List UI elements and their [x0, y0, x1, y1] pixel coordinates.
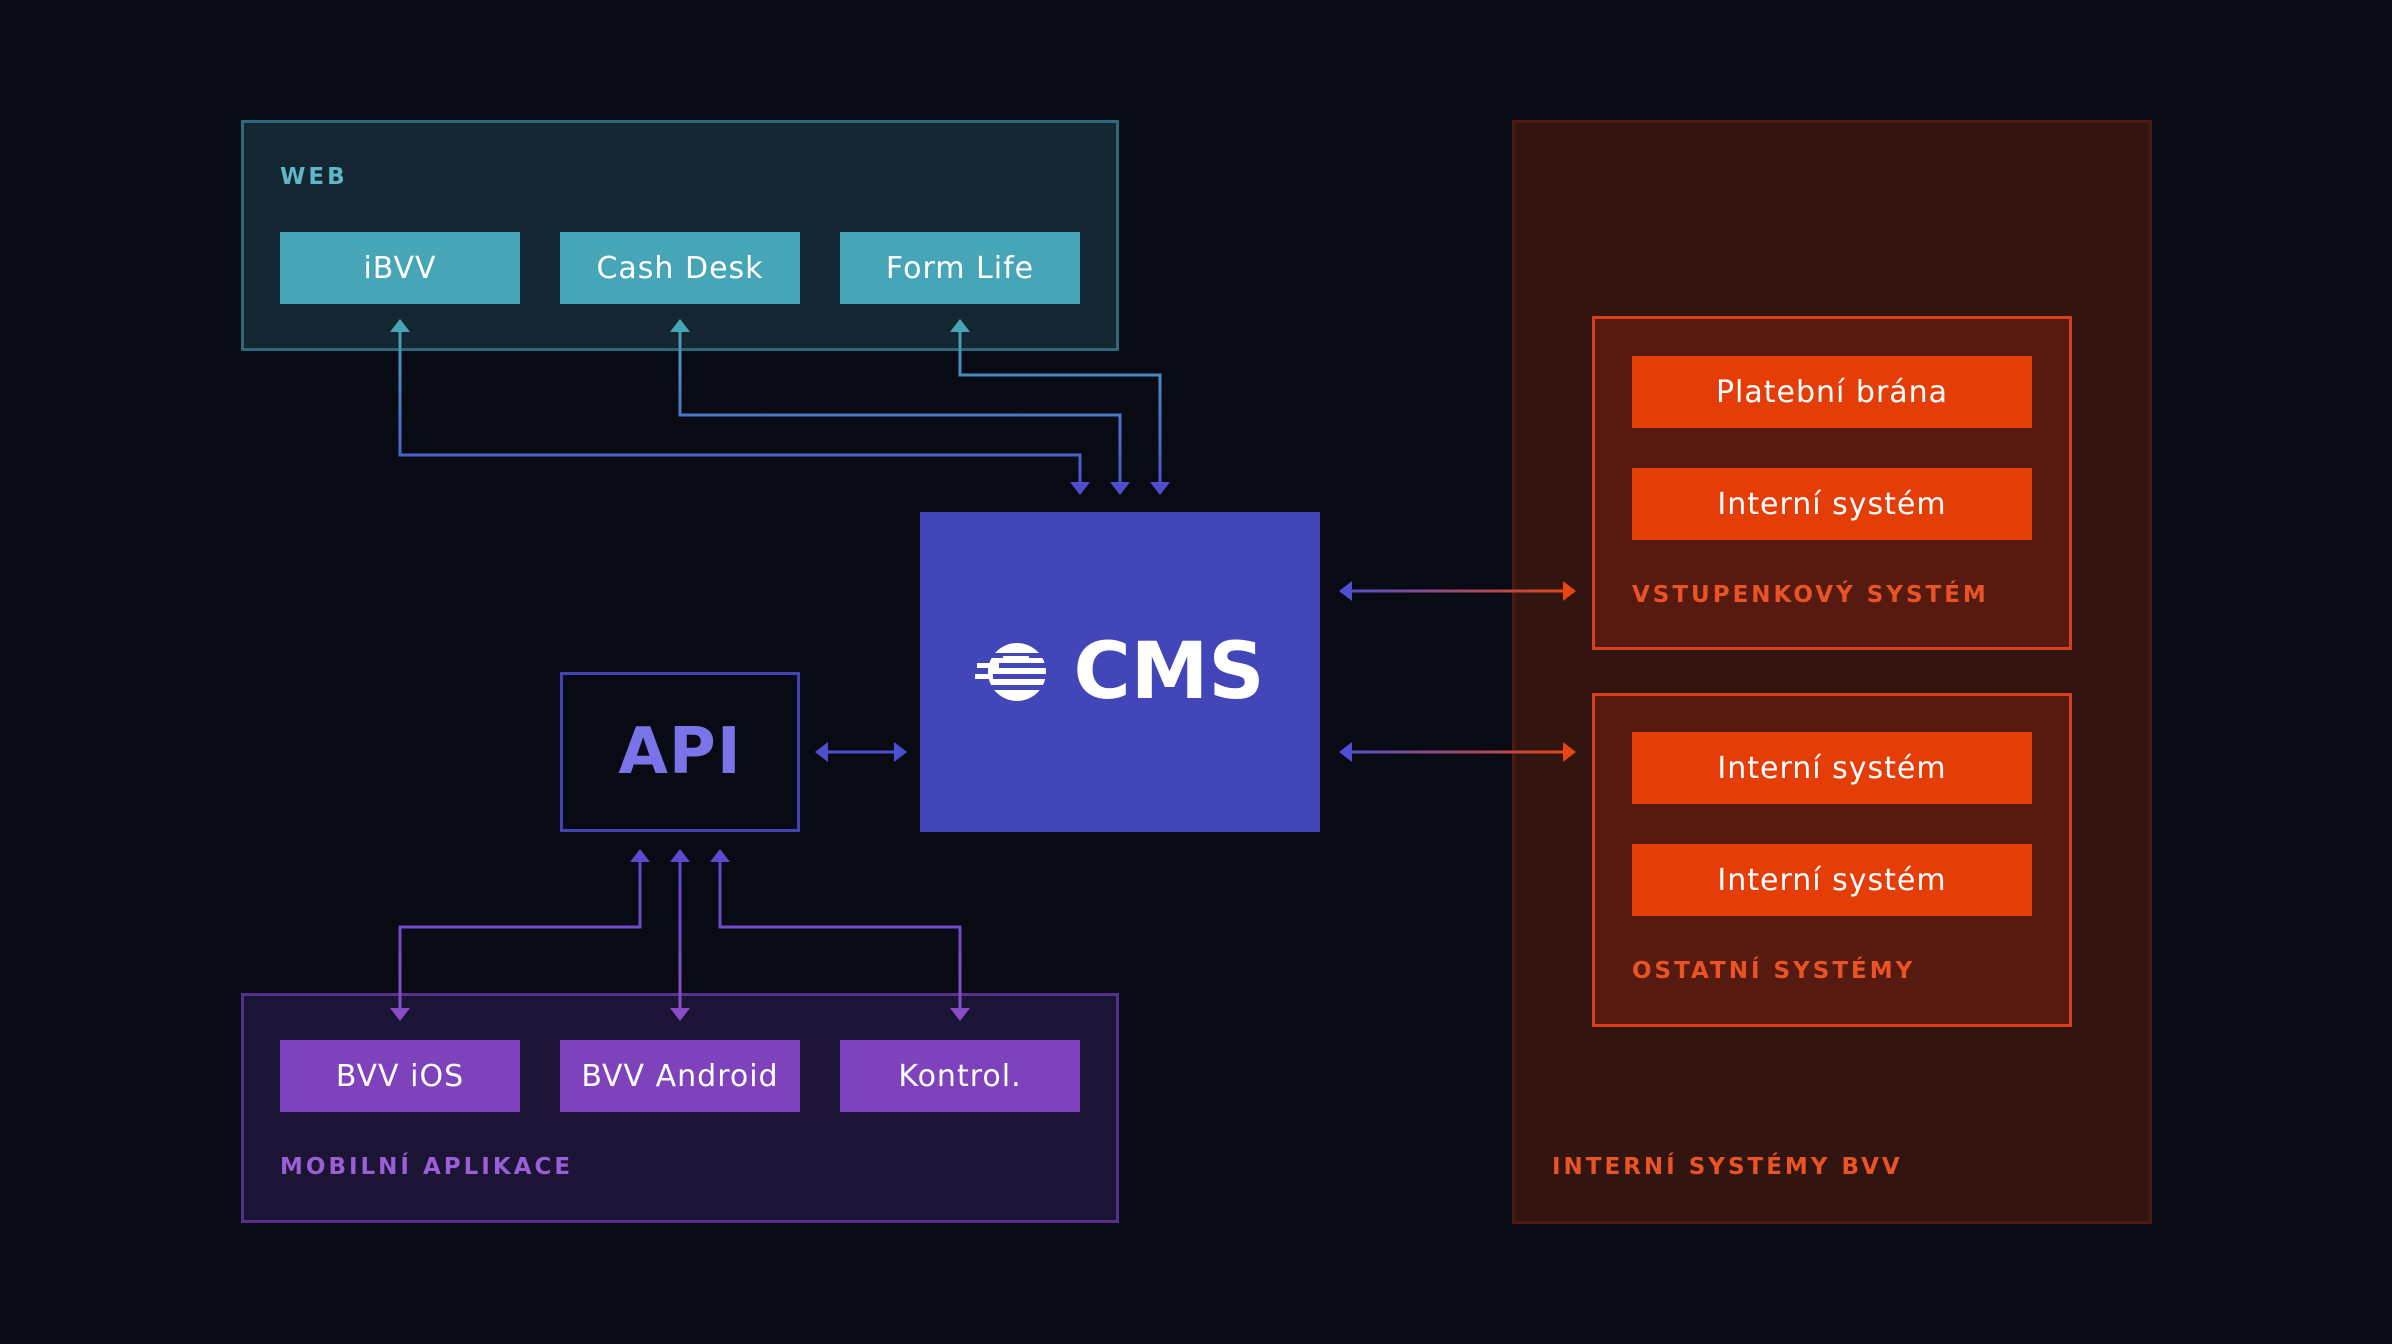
arrow-up-icon — [710, 849, 730, 862]
ticket-item-internal-system[interactable]: Interní systém — [1632, 468, 2032, 540]
api-label: API — [618, 715, 742, 789]
connector-ibvv-cms — [398, 330, 1082, 484]
arrow-down-icon — [1150, 482, 1170, 495]
web-item-cash-desk[interactable]: Cash Desk — [560, 232, 800, 304]
mobile-item-ios[interactable]: BVV iOS — [280, 1040, 520, 1112]
internal-systems-group — [1512, 120, 2152, 1224]
other-item-internal-system-2[interactable]: Interní systém — [1632, 844, 2032, 916]
connector-form-life-cms — [958, 330, 1162, 484]
ticket-system-label: VSTUPENKOVÝ SYSTÉM — [1632, 582, 1989, 608]
mobile-item-android[interactable]: BVV Android — [560, 1040, 800, 1112]
arrow-down-icon — [1070, 482, 1090, 495]
cms-logo-icon — [975, 643, 1056, 701]
other-item-internal-system-1[interactable]: Interní systém — [1632, 732, 2032, 804]
api-mobile-connectors — [398, 860, 962, 1010]
arrow-up-icon — [670, 849, 690, 862]
internal-systems-label: INTERNÍ SYSTÉMY BVV — [1552, 1154, 1903, 1180]
arrow-right-icon — [894, 742, 907, 762]
connector-api-ios — [398, 860, 642, 1010]
arrow-left-icon — [815, 742, 828, 762]
api-arrowheads — [630, 849, 730, 862]
ticket-item-payment-gateway[interactable]: Platební brána — [1632, 356, 2032, 428]
web-cms-connectors — [398, 330, 1162, 484]
mobile-group-label: MOBILNÍ APLIKACE — [280, 1154, 574, 1180]
connector-api-kontrol — [718, 860, 962, 1010]
arrow-up-icon — [630, 849, 650, 862]
cms-arrowheads — [1070, 482, 1170, 495]
arrow-left-icon — [1339, 742, 1352, 762]
web-item-form-life[interactable]: Form Life — [840, 232, 1080, 304]
web-group-label: WEB — [280, 164, 348, 190]
arrow-left-icon — [1339, 581, 1352, 601]
cms-box[interactable]: CMS — [920, 512, 1320, 832]
mobile-item-kontrol[interactable]: Kontrol. — [840, 1040, 1080, 1112]
api-box[interactable]: API — [560, 672, 800, 832]
arrow-down-icon — [1110, 482, 1130, 495]
connector-cash-desk-cms — [678, 330, 1122, 484]
other-systems-label: OSTATNÍ SYSTÉMY — [1632, 958, 1916, 984]
cms-label: CMS — [1073, 627, 1265, 717]
web-item-ibvv[interactable]: iBVV — [280, 232, 520, 304]
api-cms-connector — [815, 742, 907, 762]
